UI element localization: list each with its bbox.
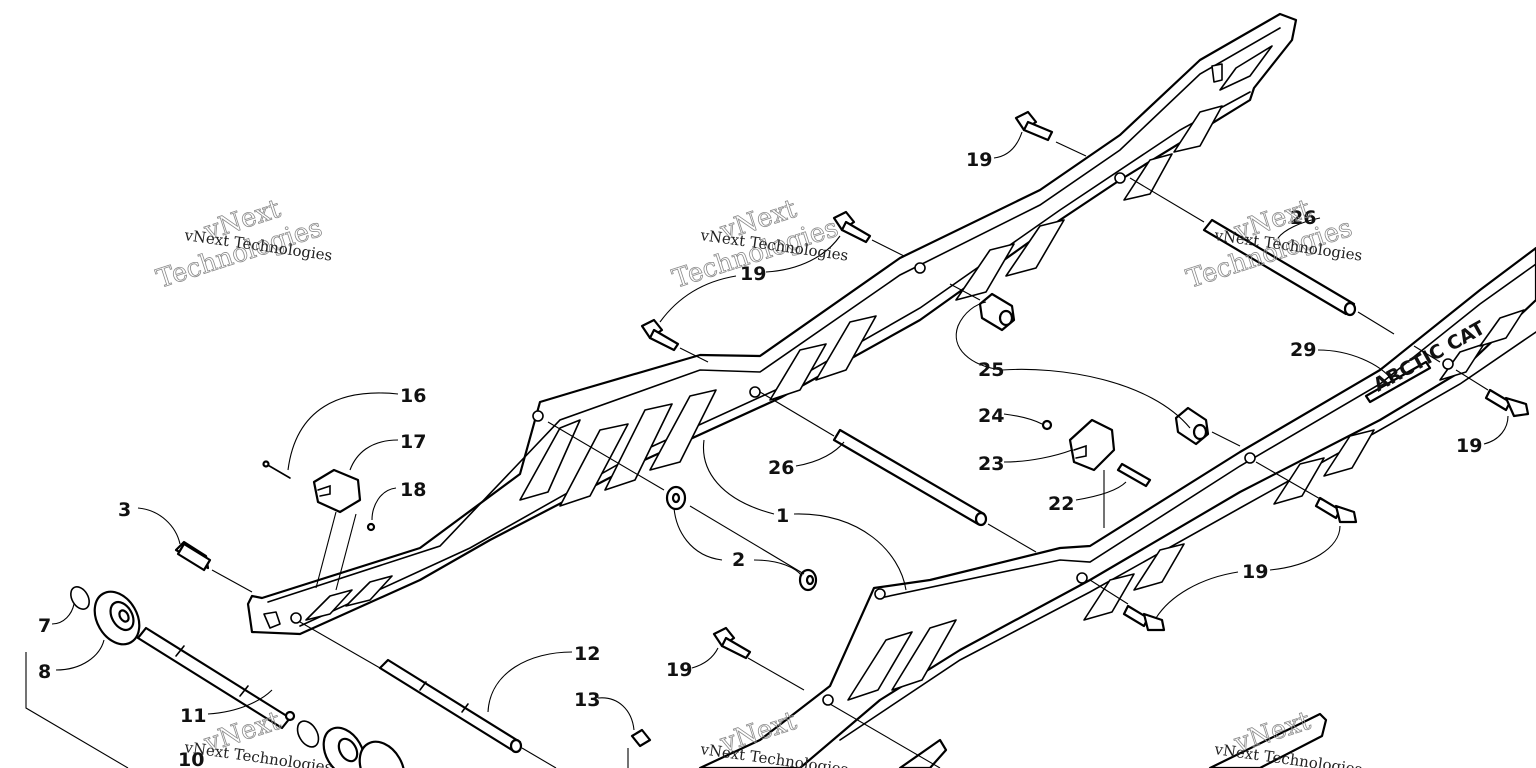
bolt-19-lower-left [712,626,752,660]
callout-19-mid: 19 [740,263,766,285]
nut-24 [1041,419,1053,431]
bolt-19-far-right [1484,388,1530,418]
washer-2-upper [665,485,687,511]
callout-19-far-right: 19 [1456,435,1482,457]
spacer-25-lower [1174,406,1210,446]
bolt-19-left [640,318,680,352]
callout-7: 7 [38,615,51,637]
spacer-washer-12 [284,710,296,722]
callout-19-top: 19 [966,149,992,171]
callout-25: 25 [978,359,1004,381]
bolt-19-mid [832,210,872,244]
block-23 [1068,418,1116,472]
watermark-6: vNext vNext Technologies [1212,705,1363,768]
bolt-19-right-mid [1314,496,1358,524]
nut-18 [366,522,376,532]
block-17 [312,468,362,514]
rivet-16 [262,460,291,479]
callout-19-right-lower: 19 [1242,561,1268,583]
screw-22 [1116,462,1152,488]
callout-12: 12 [574,643,600,665]
idler-wheel-left [93,590,141,646]
bolt-19-lower-mid [1122,604,1166,632]
front-axle [378,658,523,754]
callout-26-rear: 26 [1290,207,1316,229]
callout-1: 1 [776,505,789,527]
callout-24: 24 [978,405,1004,427]
callout-labels: 19 19 26 29 19 25 24 23 22 26 1 2 19 19 … [38,149,1482,768]
spacer-25-upper [978,292,1016,332]
cross-shaft-front [832,428,988,527]
watermark-3: vNext Technologies vNext Technologies [1182,193,1363,295]
left-slide-rail [246,12,1298,636]
callout-13: 13 [574,689,600,711]
callout-22: 22 [1048,493,1074,515]
callout-26-front: 26 [768,457,794,479]
snap-ring-left [70,586,90,610]
watermark-1: vNext Technologies vNext Technologies [152,193,333,295]
idler-wheel-right [322,726,406,768]
lower-bracket [898,712,1328,768]
callout-leaders [51,131,1509,731]
nut-13 [630,728,652,748]
bolt-3 [174,540,212,572]
bolt-19-top [1014,110,1054,142]
callout-19-lower-left: 19 [666,659,692,681]
callout-8: 8 [38,661,51,683]
callout-17: 17 [400,431,426,453]
callout-18: 18 [400,479,426,501]
callout-29: 29 [1290,339,1316,361]
callout-23: 23 [978,453,1004,475]
assembly-lines [25,141,1489,768]
callout-10: 10 [178,749,204,768]
cross-shaft-rear [1202,218,1357,317]
callout-11: 11 [180,705,206,727]
callout-2: 2 [732,549,745,571]
snap-ring-right [296,720,320,748]
washer-2-lower [798,568,818,592]
callout-3: 3 [118,499,131,521]
callout-16: 16 [400,385,426,407]
